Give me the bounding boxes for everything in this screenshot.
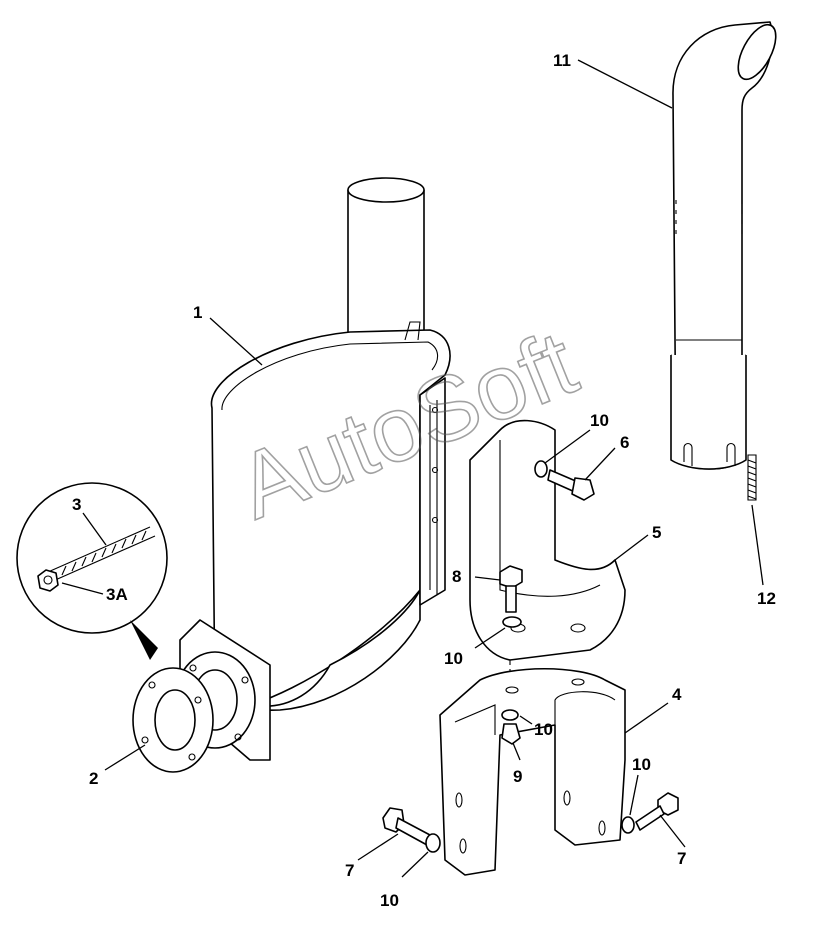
callout-10-left: 10 — [380, 891, 399, 910]
callout-7-right: 7 — [677, 849, 686, 868]
callout-10-right: 10 — [632, 755, 651, 774]
callout-9: 9 — [513, 767, 522, 786]
callout-8: 8 — [452, 567, 461, 586]
spring-clip — [747, 454, 757, 501]
callout-3a: 3A — [106, 585, 128, 604]
callout-12: 12 — [757, 589, 776, 608]
nut-9 — [501, 709, 521, 745]
callout-4: 4 — [672, 685, 682, 704]
callout-1: 1 — [193, 303, 202, 322]
callout-7-left: 7 — [345, 861, 354, 880]
gasket — [132, 667, 214, 773]
callout-10-top: 10 — [590, 411, 609, 430]
callout-5: 5 — [652, 523, 661, 542]
callout-10-nut: 10 — [534, 720, 553, 739]
bolt-8 — [499, 565, 523, 628]
detail-inset — [16, 482, 168, 660]
tail-pipe — [670, 21, 777, 470]
lower-bracket — [439, 667, 626, 876]
callout-11: 11 — [553, 51, 571, 70]
callout-2: 2 — [89, 769, 98, 788]
leader-lines — [61, 59, 764, 878]
muffler — [199, 177, 451, 711]
bolt-7-left — [382, 807, 441, 853]
callout-10-mid: 10 — [444, 649, 463, 668]
bolt-7-right — [621, 792, 679, 834]
callout-3: 3 — [72, 495, 81, 514]
callout-6: 6 — [620, 433, 629, 452]
bolt-6 — [534, 460, 595, 501]
